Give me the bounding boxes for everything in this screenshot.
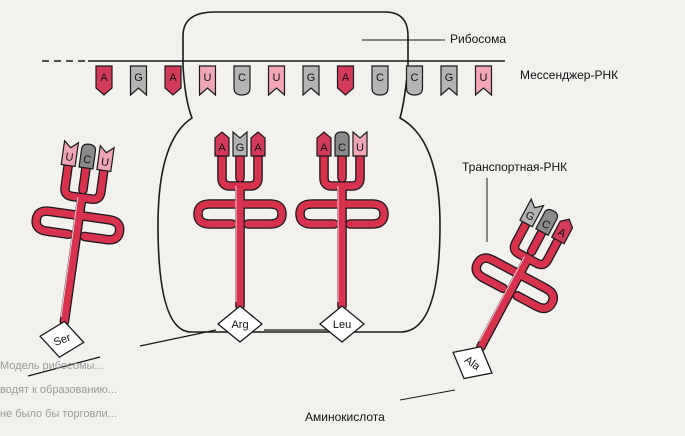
- amino-acid-name: Arg: [231, 319, 248, 331]
- base-letter: A: [342, 72, 350, 84]
- nucleotide-base-c: C: [405, 65, 424, 96]
- base-letter: G: [307, 72, 316, 84]
- nucleotide-base-u: U: [60, 139, 80, 168]
- base-letter: A: [169, 72, 177, 84]
- base-letter: U: [65, 151, 75, 164]
- base-letter: A: [254, 142, 262, 154]
- base-letter: A: [320, 142, 328, 154]
- base-letter: G: [236, 142, 245, 154]
- nucleotide-base-g: G: [302, 65, 320, 97]
- base-letter: C: [238, 72, 246, 84]
- caption-line-2: водят к образованию...: [0, 384, 117, 396]
- nucleotide-base-a: A: [95, 65, 113, 96]
- nucleotide-base-g: G: [519, 197, 545, 228]
- nucleotide-base-u: U: [267, 65, 286, 97]
- nucleotide-base-a: A: [164, 65, 182, 96]
- nucleotide-base-g: G: [129, 65, 148, 97]
- base-letter: U: [273, 72, 281, 84]
- nucleotide-base-a: A: [316, 131, 332, 157]
- nucleotide-base-a: A: [336, 65, 355, 96]
- amino-acid-label: Аминокислота: [305, 410, 385, 424]
- mrna-label: Мессенджер-РНК: [520, 68, 619, 82]
- base-letter: C: [411, 72, 419, 84]
- base-letter: A: [218, 142, 226, 154]
- base-letter: G: [134, 72, 143, 84]
- caption-line-1: Модель рибосомы...: [0, 360, 104, 372]
- trna-ala: GCA Ala: [452, 197, 574, 380]
- nucleotide-base-a: A: [250, 131, 266, 157]
- nucleotide-base-c: C: [78, 143, 97, 170]
- base-letter: U: [204, 72, 212, 84]
- nucleotide-base-g: G: [440, 65, 458, 97]
- ser-tail-line: [27, 356, 101, 377]
- base-letter: C: [338, 142, 346, 154]
- amino-acid-name: Ser: [52, 332, 73, 349]
- nucleotide-base-u: U: [474, 65, 493, 97]
- ribosome-outline: [157, 11, 441, 333]
- nucleotide-base-c: C: [233, 65, 251, 96]
- amino-acid-leu: Leu: [318, 305, 366, 343]
- base-letter: U: [356, 142, 364, 154]
- nucleotide-base-u: U: [352, 130, 368, 157]
- nucleotide-base-a: A: [214, 131, 230, 157]
- caption-line-3: не было бы торговли...: [0, 408, 117, 420]
- nucleotide-base-c: C: [371, 65, 389, 96]
- ribosome-label: Рибосома: [450, 32, 506, 46]
- base-letter: A: [100, 72, 108, 84]
- nucleotide-base-u: U: [96, 144, 115, 173]
- peptide-line-ser-arg: [139, 329, 217, 347]
- base-letter: G: [445, 72, 454, 84]
- amino-acid-ala: Ala: [452, 346, 493, 380]
- trna-label: Транспортная-РНК: [462, 160, 568, 174]
- nucleotide-base-g: G: [232, 130, 248, 157]
- base-letter: U: [480, 72, 488, 84]
- base-letter: C: [82, 154, 92, 167]
- nucleotide-base-u: U: [198, 65, 217, 97]
- nucleotide-base-c: C: [535, 208, 559, 237]
- amino-acid-name: Leu: [333, 319, 351, 331]
- base-letter: U: [100, 156, 110, 169]
- base-letter: C: [376, 72, 384, 84]
- amino-acid-arg: Arg: [216, 305, 264, 343]
- amino-acid-leader-line: [399, 389, 456, 401]
- amino-acid-ser: Ser: [39, 320, 85, 358]
- nucleotide-base-a: A: [550, 218, 574, 245]
- nucleotide-base-c: C: [334, 131, 350, 157]
